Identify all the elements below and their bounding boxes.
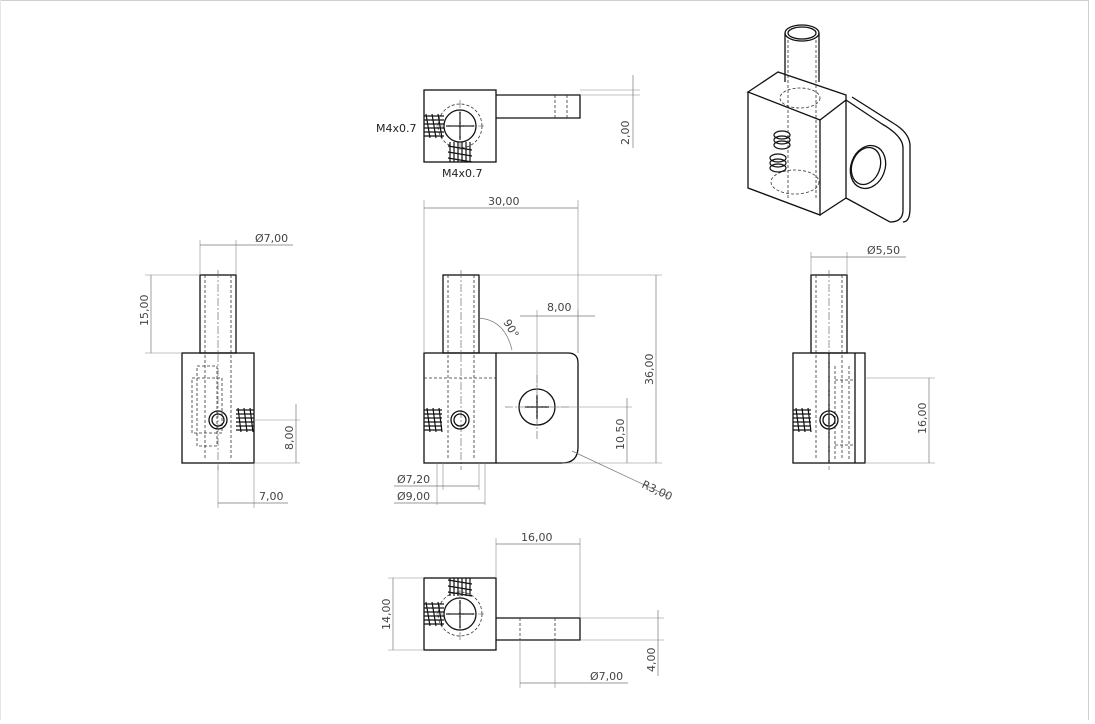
top-view-thread-side xyxy=(424,113,444,139)
dim-width-total: 30,00 xyxy=(488,195,520,208)
front-view-side-hole xyxy=(450,410,470,430)
dim-bottom-arm-thickness: 4,00 xyxy=(645,648,658,673)
bottom-view-arm xyxy=(496,617,581,641)
note-thread-side: M4x0.7 xyxy=(376,122,417,135)
isometric-view xyxy=(746,24,911,223)
bottom-view-block xyxy=(423,577,497,651)
right-view: Ø5,50 16,00 xyxy=(792,244,935,470)
iso-threads xyxy=(769,130,791,173)
sheet-border-right xyxy=(1088,0,1089,720)
dim-height-total: 36,00 xyxy=(643,354,656,386)
left-view-thread xyxy=(236,407,254,433)
top-view: 2,00 M4x0.7 M4x0.7 xyxy=(376,75,640,180)
dim-top-arm-thickness: 2,00 xyxy=(619,121,632,146)
top-view-arm xyxy=(496,94,581,119)
dim-left-pin-height: 15,00 xyxy=(138,295,151,327)
iso-block-top xyxy=(746,71,847,121)
right-view-thread xyxy=(793,407,812,433)
dim-right-height: 16,00 xyxy=(916,403,929,435)
top-view-thread-bottom xyxy=(447,142,473,163)
dim-right-pin-dia: Ø5,50 xyxy=(867,244,900,257)
front-view-block xyxy=(423,352,497,464)
dim-bore-dia-large: Ø9,00 xyxy=(397,490,430,503)
sheet-border-top xyxy=(0,0,1089,1)
iso-plate-hole xyxy=(849,144,887,190)
dim-left-hole-offset: 7,00 xyxy=(259,490,284,503)
dim-hole-offset: 8,00 xyxy=(547,301,572,314)
left-view: Ø7,00 15,00 8,00 7,00 xyxy=(138,232,300,508)
angle-arc xyxy=(478,317,513,351)
bottom-view-thread-top xyxy=(447,578,473,597)
bottom-view: 16,00 14,00 4,00 Ø7,00 xyxy=(380,531,664,688)
front-view-plate xyxy=(496,352,579,464)
sheet-border-left xyxy=(0,0,1,720)
dim-bottom-arm-length: 16,00 xyxy=(521,531,553,544)
dim-angle: 90° xyxy=(500,317,521,340)
dim-bottom-pin-dia: Ø7,00 xyxy=(590,670,623,683)
note-thread-bottom: M4x0.7 xyxy=(442,167,483,180)
front-view: 30,00 8,00 90° 36,00 10,50 R3,00 xyxy=(394,195,674,505)
dim-hole-height: 10,50 xyxy=(614,419,627,451)
dim-corner-radius: R3,00 xyxy=(640,478,675,503)
dim-left-hole-height: 8,00 xyxy=(283,426,296,451)
iso-plate xyxy=(845,99,904,223)
top-view-block xyxy=(423,89,497,163)
bottom-view-thread-side xyxy=(424,601,444,627)
dim-left-pin-dia: Ø7,00 xyxy=(255,232,288,245)
front-view-thread xyxy=(424,407,443,433)
dim-bore-dia-small: Ø7,20 xyxy=(397,473,430,486)
dim-bottom-block-size: 14,00 xyxy=(380,599,393,631)
